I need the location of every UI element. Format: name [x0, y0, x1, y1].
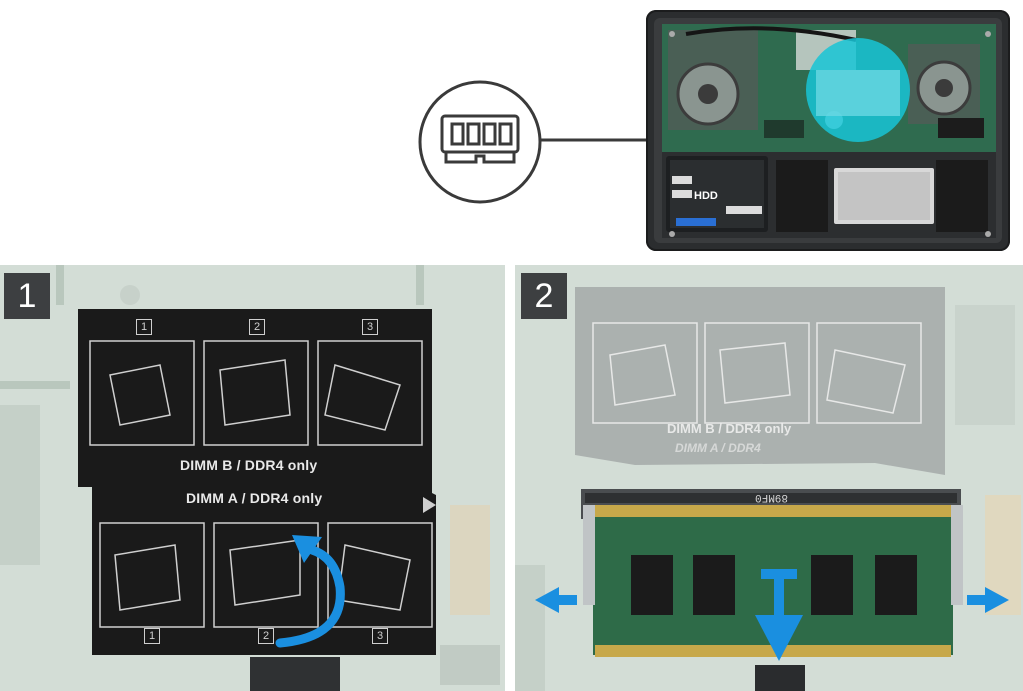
sticker-number-top: 2 — [249, 319, 265, 335]
sticker-number-top: 3 — [362, 319, 378, 335]
dimm-b-label: DIMM B / DDR4 only — [180, 457, 318, 473]
step-1-panel: 1 1 2 3 DIMM B / DDR4 only DIMM A / DDR4… — [0, 265, 505, 691]
memory-callout-icon — [416, 78, 544, 206]
sticker-number-bottom: 2 — [258, 628, 274, 644]
arrow-left-icon — [535, 587, 577, 613]
memory-sticker — [78, 309, 436, 655]
laptop-overview: HDD — [646, 10, 1010, 251]
sticker-number-top: 1 — [136, 319, 152, 335]
faded-dimm-a-label: DIMM A / DDR4 — [675, 441, 761, 455]
sticker-number-bottom: 3 — [372, 628, 388, 644]
memory-module-icon — [440, 114, 520, 164]
hdd-label: HDD — [694, 190, 718, 202]
step-2-panel: 2 DIMM B / DDR4 only DIMM A / DDR4 89MF0 — [515, 265, 1023, 691]
arrow-right-icon — [967, 587, 1009, 613]
dimm-a-label: DIMM A / DDR4 only — [186, 490, 323, 506]
sticker-number-bottom: 1 — [144, 628, 160, 644]
module-code-text: 89MF0 — [755, 491, 789, 503]
step-number: 2 — [521, 273, 567, 319]
step-number: 1 — [4, 273, 50, 319]
arrow-down-icon — [755, 569, 803, 661]
faded-dimm-b-label: DIMM B / DDR4 only — [667, 421, 792, 436]
rotate-arrow-icon — [275, 545, 345, 648]
